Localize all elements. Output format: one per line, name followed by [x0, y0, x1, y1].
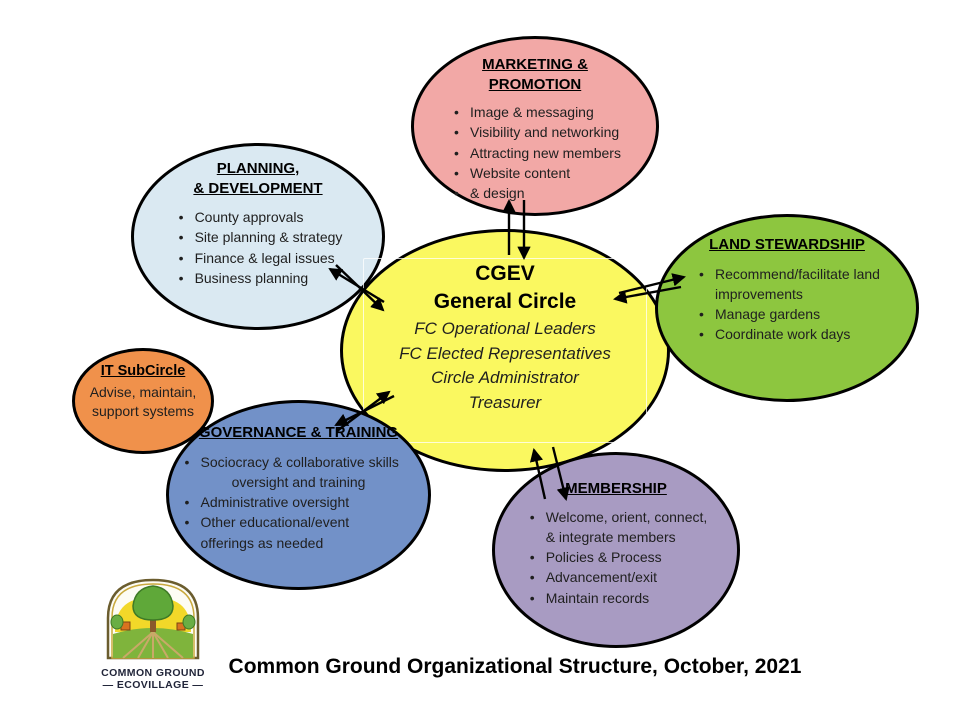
cgev-title: CGEV General Circle [434, 260, 576, 315]
common-ground-ecovillage-logo: COMMON GROUND — ECOVILLAGE — [95, 576, 211, 691]
bullet-item: Advancement/exit [525, 567, 708, 588]
bullet-item-continuation: offerings as needed [200, 534, 324, 551]
land-list: Recommend/facilitate land improvements M… [694, 264, 880, 345]
bullet-item: & design [449, 183, 621, 204]
bullet-item: Attracting new members [449, 143, 621, 164]
membership-title: MEMBERSHIP [565, 480, 667, 497]
bullet-item-continuation: & integrate members [545, 528, 676, 545]
bullet-item: Website content [449, 163, 621, 184]
it-description: Advise, maintain, support systems [90, 383, 197, 421]
bullet-item: County approvals [174, 207, 343, 228]
governance-list: Sociocracy & collaborative skills oversi… [180, 452, 418, 553]
cgev-title-line1: CGEV [475, 262, 535, 285]
bullet-item: Maintain records [525, 588, 708, 609]
role-item: Circle Administrator [431, 368, 579, 388]
planning-title-line2: & DEVELOPMENT [193, 179, 323, 197]
marketing-title: MARKETING & PROMOTION [482, 55, 588, 94]
role-item: FC Elected Representatives [399, 343, 611, 363]
marketing-promotion-circle: MARKETING & PROMOTION Image & messaging … [411, 36, 659, 216]
bullet-item: Finance & legal issues [174, 248, 343, 269]
bullet-item: Site planning & strategy [174, 227, 343, 248]
planning-list: County approvals Site planning & strateg… [174, 207, 343, 288]
bullet-item: Other educational/event [180, 512, 418, 533]
it-line: support systems [92, 402, 194, 419]
it-subcircle: IT SubCircle Advise, maintain, support s… [72, 348, 214, 454]
diagram-caption: Common Ground Organizational Structure, … [228, 655, 802, 678]
bullet-item: Sociocracy & collaborative skills [180, 452, 418, 473]
bullet-item: Welcome, orient, connect, [525, 507, 708, 528]
planning-title-line1: PLANNING, [216, 160, 300, 177]
role-item: FC Operational Leaders [414, 319, 596, 339]
membership-list: Welcome, orient, connect, & integrate me… [525, 507, 708, 609]
role-item: Treasurer [468, 392, 542, 412]
planning-title: PLANNING, & DEVELOPMENT [193, 159, 322, 198]
land-stewardship-circle: LAND STEWARDSHIP Recommend/facilitate la… [655, 214, 919, 402]
bullet-item: Image & messaging [449, 102, 621, 123]
logo-text-line2: — ECOVILLAGE — [102, 679, 204, 691]
bullet-item: Coordinate work days [694, 324, 880, 345]
logo-text-line1: COMMON GROUND [101, 667, 205, 679]
bullet-item: Recommend/facilitate land [694, 264, 880, 285]
marketing-list: Image & messaging Visibility and network… [449, 102, 621, 204]
cgev-roles: FC Operational Leaders FC Elected Repres… [399, 317, 611, 415]
bullet-item: Administrative oversight [180, 492, 418, 513]
bullet-item: Manage gardens [694, 304, 880, 325]
cgev-title-line2: General Circle [433, 289, 577, 313]
it-title: IT SubCircle [100, 363, 186, 379]
bullet-item: Visibility and networking [449, 122, 621, 143]
membership-circle: MEMBERSHIP Welcome, orient, connect, & i… [492, 452, 740, 648]
bullet-item-continuation: oversight and training [231, 473, 366, 490]
marketing-title-line2: PROMOTION [488, 75, 582, 93]
it-line: Advise, maintain, [89, 383, 197, 400]
governance-training-circle: GOVERNANCE & TRAINING Sociocracy & colla… [166, 400, 431, 590]
planning-development-circle: PLANNING, & DEVELOPMENT County approvals… [131, 143, 385, 330]
governance-title: GOVERNANCE & TRAINING [198, 424, 399, 441]
bullet-item-continuation: improvements [715, 285, 803, 302]
bullet-item: Business planning [174, 268, 343, 289]
marketing-title-line1: MARKETING & [482, 56, 588, 73]
logo-emblem-icon [106, 578, 200, 660]
land-title: LAND STEWARDSHIP [709, 236, 865, 253]
bullet-item: Policies & Process [525, 547, 708, 568]
